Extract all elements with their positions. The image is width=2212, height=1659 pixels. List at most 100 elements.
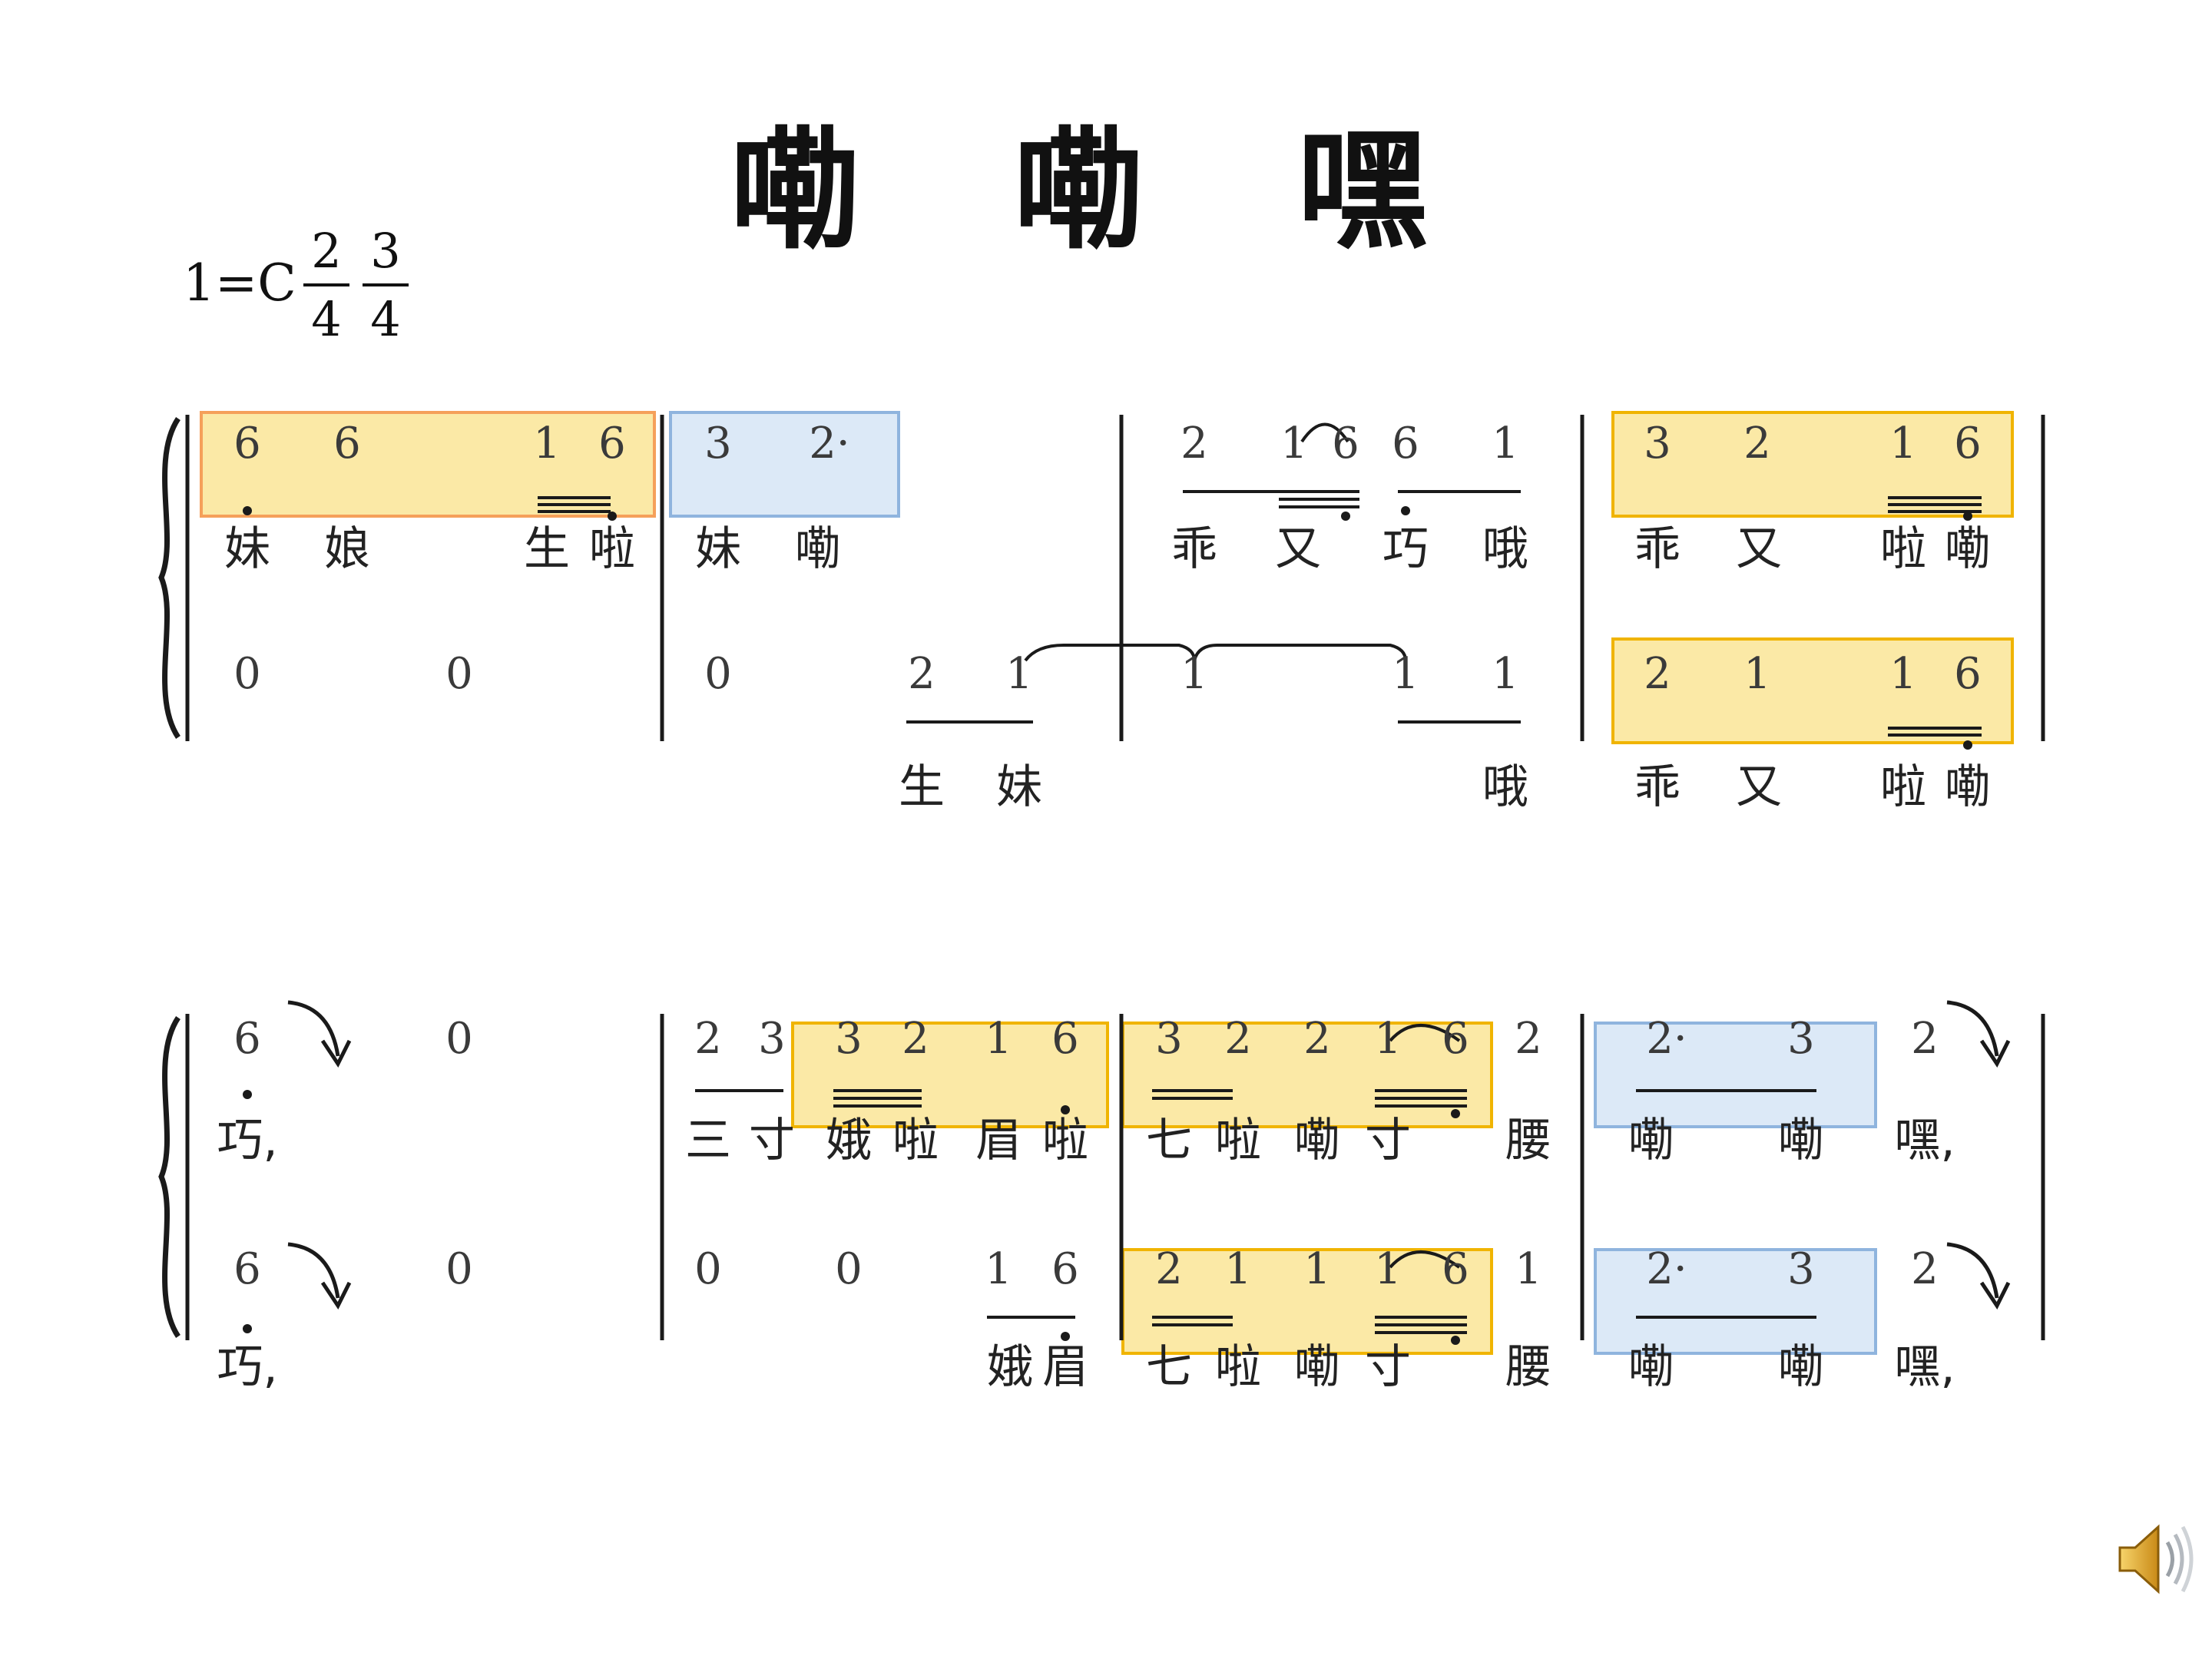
- note: 3: [704, 419, 732, 469]
- lyric: 七: [1146, 1340, 1192, 1394]
- note: 3: [1644, 419, 1671, 469]
- note: 0: [704, 649, 732, 699]
- note: 6: [1332, 419, 1359, 469]
- lyric: 嘞: [1628, 1114, 1674, 1167]
- system-brace: [158, 1016, 180, 1338]
- lyric: 嘞: [1294, 1340, 1340, 1394]
- barlines: [185, 415, 2045, 1340]
- lyric: 啦: [1880, 760, 1926, 814]
- note: 6: [1392, 419, 1419, 469]
- barline: [185, 1014, 2045, 1340]
- highlight-box: [1594, 1248, 1877, 1355]
- highlight-box: [669, 411, 900, 518]
- lyric: 嘞: [1778, 1340, 1824, 1394]
- note: 2: [1515, 1014, 1542, 1064]
- note: 1: [1374, 1014, 1402, 1064]
- tie: [1024, 644, 1196, 662]
- tie: [1389, 1024, 1461, 1042]
- time-sig-denominator: 4: [370, 291, 401, 347]
- note: 3: [1787, 1014, 1815, 1064]
- breath-arrows: [287, 1000, 2011, 1310]
- tie: [1193, 644, 1407, 661]
- note: 2·: [809, 419, 850, 469]
- time-signature-3-4: 3 4: [363, 223, 409, 347]
- note: 0: [445, 1244, 473, 1294]
- note: 1: [1515, 1244, 1542, 1294]
- note: 1: [1889, 419, 1917, 469]
- note: 1: [1005, 649, 1033, 699]
- note: 2: [1181, 419, 1208, 469]
- lyric: 嘞: [1628, 1340, 1674, 1394]
- lyric: 巧,: [217, 1114, 278, 1167]
- lyric: 又: [1736, 522, 1782, 576]
- ties: [1024, 422, 1461, 1269]
- note: 3: [758, 1014, 786, 1064]
- lyric: 七: [1146, 1114, 1192, 1167]
- lyric: 乖: [1634, 760, 1681, 814]
- note: 6: [233, 1244, 261, 1294]
- note: 2: [1224, 1014, 1252, 1064]
- note: 1: [1743, 649, 1771, 699]
- note: 6: [233, 1014, 261, 1064]
- note: 2·: [1646, 1014, 1687, 1064]
- lyric: 寸: [1365, 1114, 1411, 1167]
- note: 6: [1051, 1244, 1079, 1294]
- lyric: 啦: [1042, 1114, 1088, 1167]
- breath-arrow: [1946, 1242, 2011, 1310]
- highlight-box: [200, 411, 656, 518]
- lyric: 啦: [1880, 522, 1926, 576]
- breath-arrow: [1946, 1000, 2011, 1068]
- lyric: 娘: [324, 522, 370, 576]
- lyric: 眉: [1042, 1340, 1088, 1394]
- breath-arrow: [287, 1242, 352, 1310]
- highlight-box: [791, 1022, 1109, 1128]
- lyric: 娥: [987, 1340, 1033, 1394]
- note: 1: [1181, 649, 1208, 699]
- lyric: 嘞: [1778, 1114, 1824, 1167]
- lyric: 妹: [996, 760, 1042, 814]
- note: 2: [1743, 419, 1771, 469]
- note: 3: [835, 1014, 863, 1064]
- note: 0: [835, 1244, 863, 1294]
- underlines: [538, 490, 1982, 1334]
- note: 1: [1492, 419, 1519, 469]
- lyric: 腰: [1505, 1114, 1551, 1167]
- note: 2: [908, 649, 935, 699]
- note: 1: [1303, 1244, 1331, 1294]
- lyric: 又: [1736, 760, 1782, 814]
- lyric: 嘞: [795, 522, 841, 576]
- lyric: 巧: [1382, 522, 1429, 576]
- time-signature-2-4: 2 4: [303, 223, 349, 347]
- lyric: 啦: [589, 522, 635, 576]
- note: 6: [233, 419, 261, 469]
- lyric: 嘿,: [1894, 1114, 1955, 1167]
- lyric: 乖: [1634, 522, 1681, 576]
- note: 2·: [1646, 1244, 1687, 1294]
- note: 2: [1303, 1014, 1331, 1064]
- note: 1: [985, 1244, 1012, 1294]
- system-brace: [158, 417, 180, 739]
- note: 2: [902, 1014, 929, 1064]
- note: 1: [1492, 649, 1519, 699]
- highlight-box: [1121, 1022, 1493, 1128]
- note: 6: [1954, 419, 1982, 469]
- time-sig-numerator: 3: [370, 223, 401, 279]
- lyric: 妹: [224, 522, 270, 576]
- note: 0: [233, 649, 261, 699]
- key-signature: 1=C: [183, 253, 296, 313]
- note: 6: [1051, 1014, 1079, 1064]
- tie: [1389, 1250, 1461, 1269]
- lyric: 哦: [1482, 760, 1528, 814]
- lyric: 巧,: [217, 1340, 278, 1394]
- note: 3: [1787, 1244, 1815, 1294]
- lyric: 娥: [826, 1114, 872, 1167]
- lyric: 三: [685, 1114, 731, 1167]
- note: 1: [1889, 649, 1917, 699]
- lyric: 嘞: [1945, 522, 1991, 576]
- system-braces: [158, 417, 180, 1338]
- speaker-icon[interactable]: [2104, 1513, 2197, 1605]
- note: 6: [1442, 1244, 1469, 1294]
- note: 0: [445, 649, 473, 699]
- lyric: 又: [1275, 522, 1321, 576]
